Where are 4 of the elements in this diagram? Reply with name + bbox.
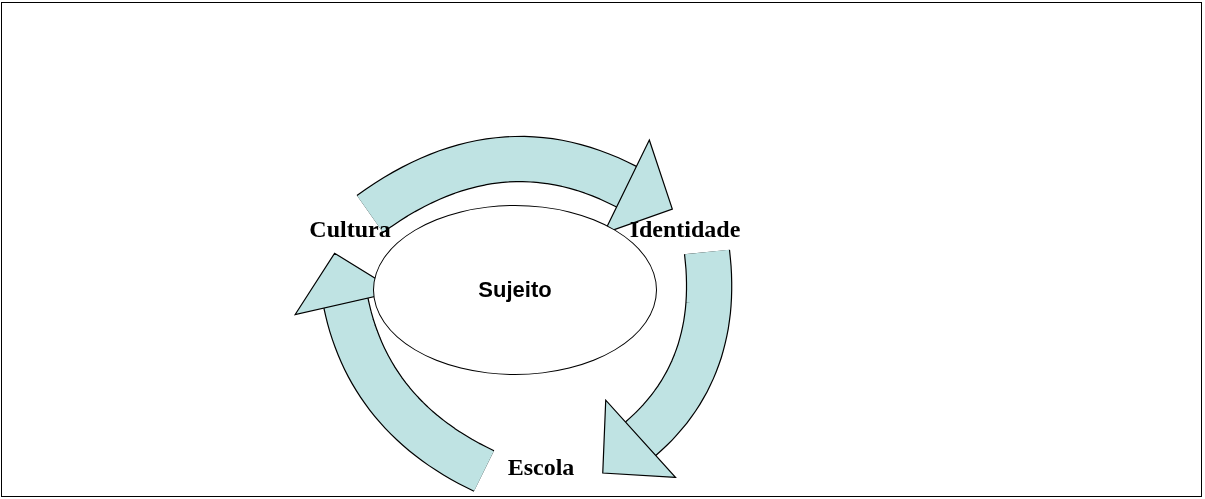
node-label: Sujeito — [478, 277, 552, 303]
node-label: Escola — [486, 454, 596, 481]
node-label: Cultura — [298, 216, 402, 243]
node-label: Identidade — [596, 216, 774, 243]
